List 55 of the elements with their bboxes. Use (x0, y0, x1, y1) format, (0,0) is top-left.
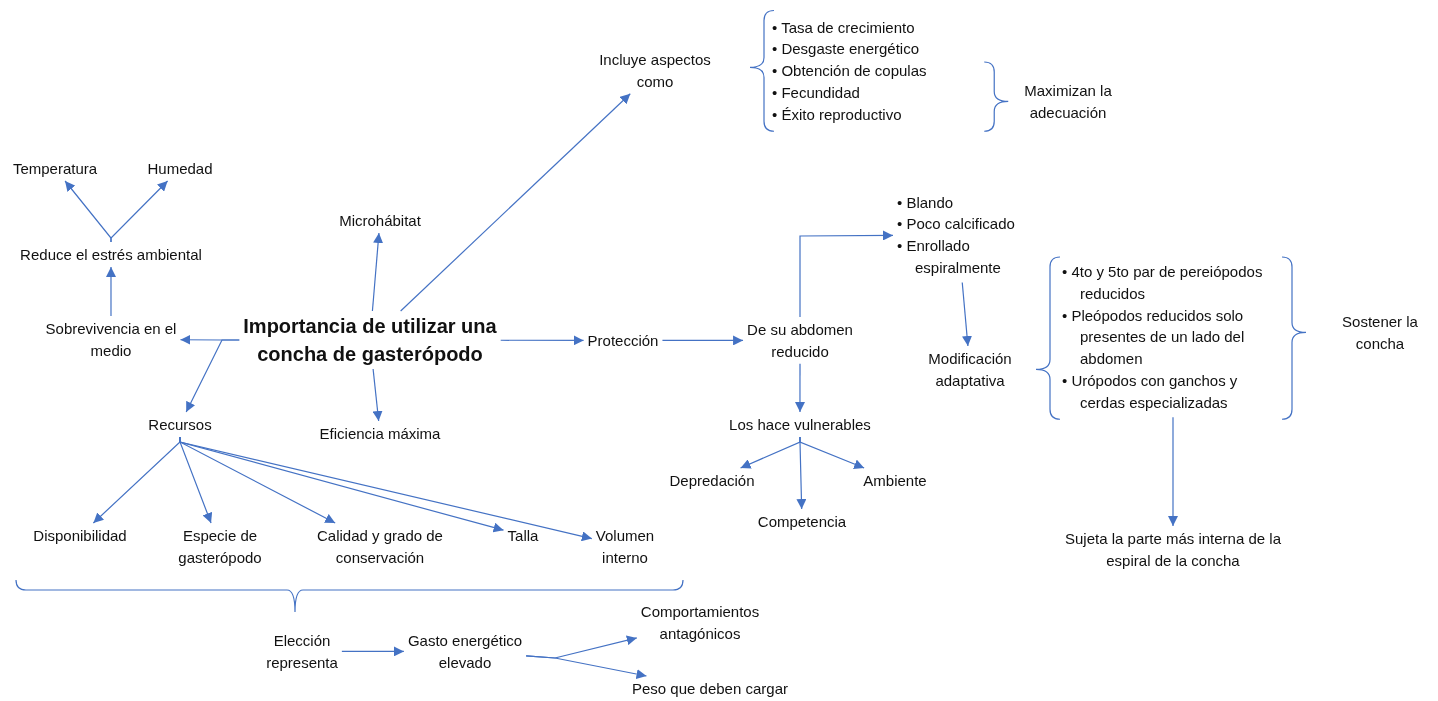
concept-text: Reduce el estrés ambiental (6, 244, 216, 266)
arrow (106, 266, 116, 317)
arrow (341, 646, 405, 657)
concept-text: Competencia (747, 511, 857, 533)
arrow (1168, 416, 1178, 527)
arrow (179, 436, 593, 542)
arrow (500, 335, 585, 346)
concept-text: Sobrevivencia en el medio (36, 318, 186, 362)
concept-text: Elección representa (252, 630, 352, 674)
arrow (661, 335, 744, 346)
concept-text: Incluye aspectos como (587, 49, 723, 93)
arrow (961, 281, 972, 347)
concept-text: De su abdomen reducido (735, 319, 865, 363)
concept-text: Microhábitat (325, 210, 435, 232)
concept-text: Sostener la concha (1330, 311, 1430, 355)
bullet-item: • Éxito reproductivo (772, 104, 903, 125)
concept-text: Gasto energético elevado (395, 630, 535, 674)
concept-text: Maximizan la adecuación (1008, 80, 1128, 124)
arrow (799, 230, 894, 318)
concept-text: Los hace vulnerables (715, 414, 885, 436)
bullet-item: • Blando (897, 192, 955, 213)
arrow (372, 368, 383, 422)
arrow (185, 339, 240, 413)
concept-text: Modificación adaptativa (910, 348, 1030, 392)
concept-text: Especie de gasterópodo (165, 525, 275, 569)
concept-text: Volumen interno (580, 525, 670, 569)
arrow (371, 232, 384, 312)
bullet-item: • Obtención de copulas (772, 61, 928, 81)
concept-text: Ambiente (850, 470, 940, 492)
concept-text: Comportamientos antagónicos (625, 601, 775, 645)
arrow (525, 655, 648, 679)
bullet-item: • Pleópodos reducidos solo presentes de un lado del abdomen (1062, 305, 1246, 369)
concept-text: Temperatura (5, 158, 105, 180)
concept-text: Eficiencia máxima (305, 423, 455, 445)
concept-text: Calidad y grado de conservación (305, 525, 455, 569)
bullet-item: • Poco calcificado (897, 214, 1016, 235)
bullet-item: • Desgaste energético (772, 39, 920, 60)
concept-text: Humedad (135, 158, 225, 180)
arrow (400, 93, 631, 312)
concept-text: Peso que deben cargar (625, 678, 795, 700)
bullet-item: • Urópodos con ganchos y cerdas especializadas (1062, 370, 1239, 413)
bullet-item: • Tasa de crecimiento (772, 17, 916, 38)
arrow (799, 436, 865, 469)
bullet-item: • 4to y 5to par de pereiópodos reducidos (1062, 262, 1264, 304)
bullet-item: • Enrollado espiralmente (897, 236, 1002, 278)
concept-text: Sujeta la parte más interna de la espiral de la concha (1058, 528, 1288, 572)
concept-text: Protección (578, 330, 668, 352)
concept-text: Depredación (657, 470, 767, 492)
concept-text: Recursos (135, 414, 225, 436)
concept-text: Disponibilidad (20, 525, 140, 547)
arrow (110, 180, 169, 243)
central-concept-text: Importancia de utilizar una concha de gasterópodo (220, 312, 520, 368)
arrow (795, 363, 805, 413)
concept-text: Talla (498, 525, 548, 547)
bullet-item: • Fecundidad (772, 82, 861, 103)
